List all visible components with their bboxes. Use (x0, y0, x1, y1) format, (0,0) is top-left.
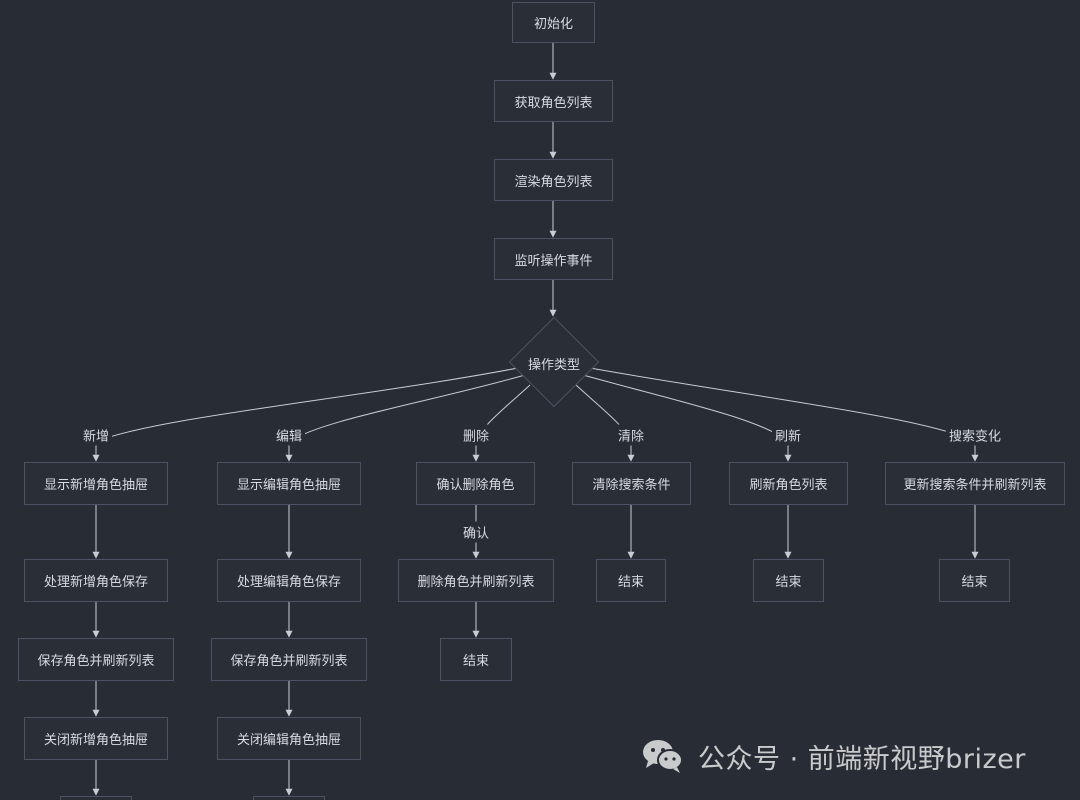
edge-label-edit: 编辑 (272, 424, 306, 446)
edge-label-clear: 清除 (614, 424, 648, 446)
edge-type-to-add (92, 367, 519, 462)
edge-type-to-clear (575, 384, 635, 462)
node-save-refresh-edit: 保存角色并刷新列表 (211, 638, 367, 681)
node-get-role-list: 获取角色列表 (494, 80, 613, 122)
watermark: 公众号 · 前端新视野brizer (640, 724, 1026, 788)
watermark-text: 公众号 · 前端新视野brizer (698, 743, 1026, 775)
node-close-edit-drawer: 关闭编辑角色抽屉 (217, 717, 361, 760)
node-init: 初始化 (512, 2, 595, 43)
node-handle-edit-save: 处理编辑角色保存 (217, 559, 361, 602)
decision-operation-type-label: 操作类型 (527, 358, 580, 373)
node-clear-search: 清除搜索条件 (572, 462, 691, 505)
edge-label-add: 新增 (79, 424, 113, 446)
node-update-search: 更新搜索条件并刷新列表 (885, 462, 1065, 505)
node-delete-refresh: 删除角色并刷新列表 (398, 559, 554, 602)
edge-type-to-edit (285, 374, 526, 462)
node-show-add-drawer: 显示新增角色抽屉 (24, 462, 168, 505)
node-end-search: 结束 (939, 559, 1010, 602)
edge-type-to-delete (472, 384, 531, 462)
edge-type-to-refresh (582, 374, 792, 462)
edge-label-delete: 删除 (459, 424, 493, 446)
node-end-clear: 结束 (596, 559, 666, 602)
node-render-role-list: 渲染角色列表 (494, 159, 613, 201)
node-end-refresh: 结束 (753, 559, 824, 602)
edge-label-search: 搜索变化 (945, 424, 1005, 446)
edge-type-to-search (589, 367, 979, 462)
node-listen-events: 监听操作事件 (494, 238, 613, 280)
node-edit-next-partial (253, 796, 325, 800)
node-add-next-partial (60, 796, 132, 800)
node-end-delete: 结束 (440, 638, 512, 681)
node-close-add-drawer: 关闭新增角色抽屉 (24, 717, 168, 760)
edge-label-confirm: 确认 (459, 521, 493, 543)
wechat-icon (643, 740, 683, 773)
node-save-refresh-add: 保存角色并刷新列表 (18, 638, 174, 681)
node-handle-add-save: 处理新增角色保存 (24, 559, 168, 602)
edge-label-refresh: 刷新 (771, 424, 805, 446)
node-confirm-delete: 确认删除角色 (416, 462, 535, 505)
node-refresh-role-list: 刷新角色列表 (729, 462, 848, 505)
node-show-edit-drawer: 显示编辑角色抽屉 (217, 462, 361, 505)
